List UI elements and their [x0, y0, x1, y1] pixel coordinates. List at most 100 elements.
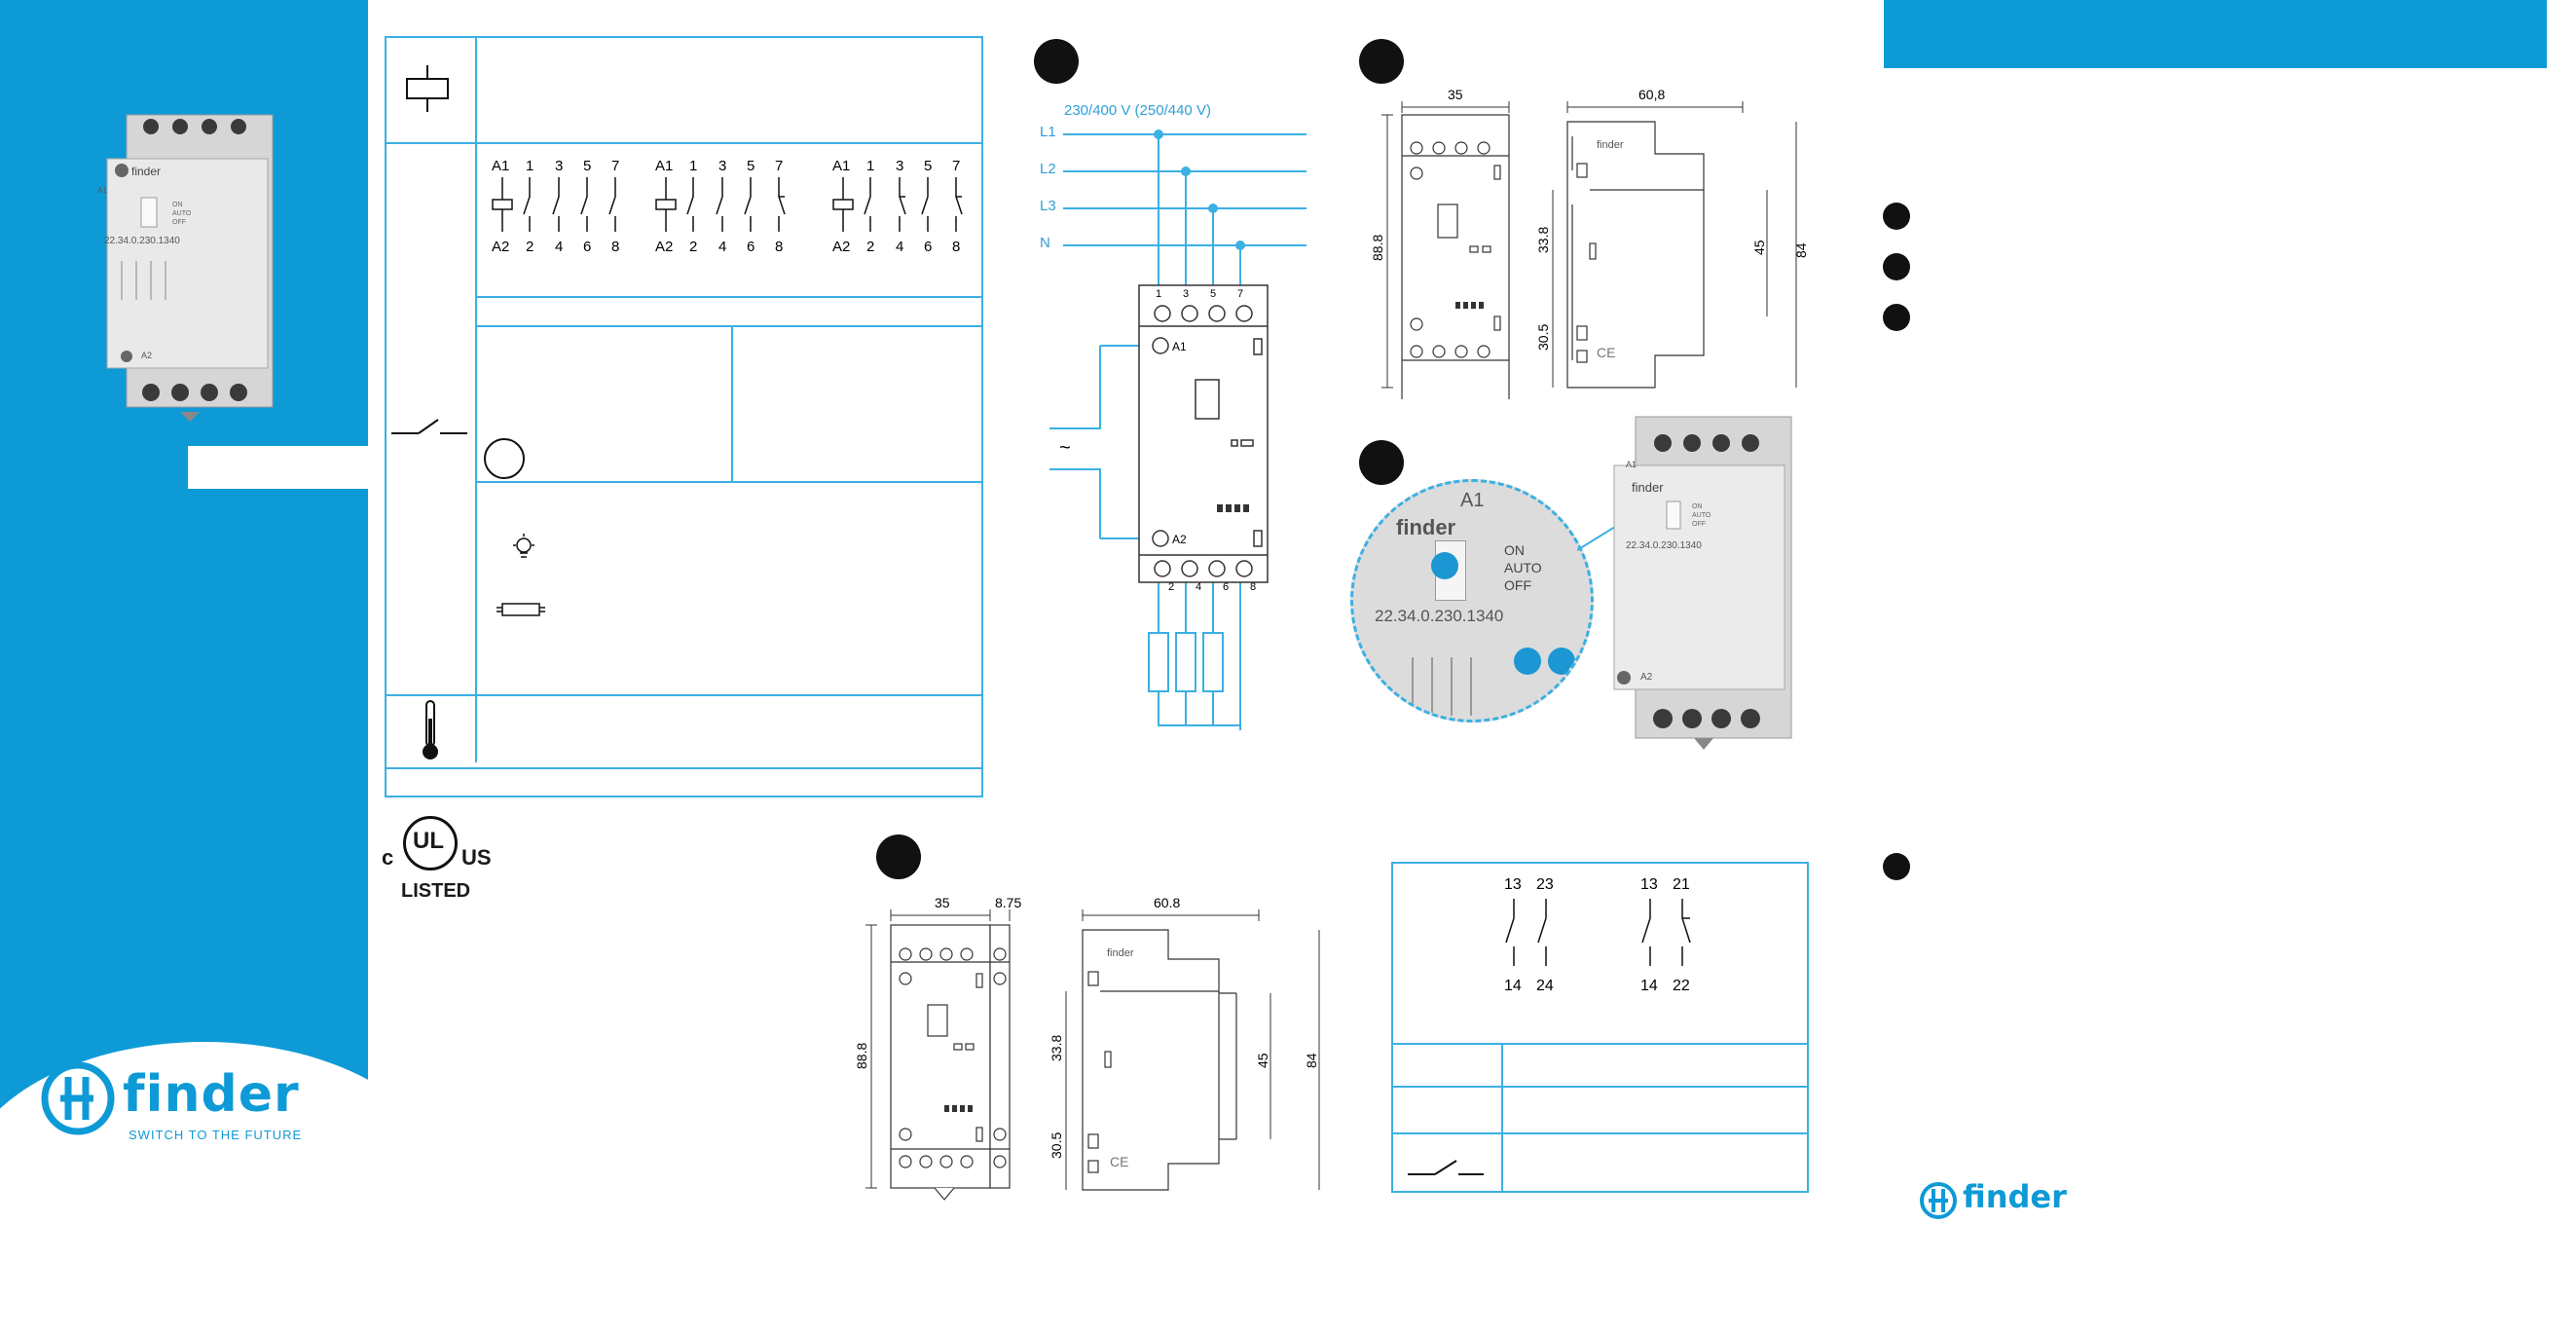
dim-side-brand: finder [1597, 139, 1624, 151]
wd3-a1: A1 [832, 158, 850, 174]
photo-mode-auto: AUTO [172, 210, 192, 217]
logo-wordmark: finder [123, 1065, 300, 1124]
wd1-t1: 1 [526, 158, 534, 174]
ul-listed-mark: c UL US LISTED [382, 816, 508, 913]
zoom-photo-a2: A2 [1640, 672, 1653, 683]
dim-h4: 84 [1793, 242, 1809, 258]
photo-a2: A2 [141, 351, 152, 360]
thermometer-icon [423, 700, 438, 760]
cd-b4: 4 [1196, 581, 1201, 593]
dim-h1: 33.8 [1535, 227, 1551, 253]
zoom-mode-on: ON [1504, 542, 1525, 558]
zoom-brand: finder [1396, 515, 1456, 539]
wd1-b4: 4 [555, 239, 563, 255]
photo-part-number: 22.34.0.230.1340 [104, 236, 180, 246]
wd2-b2: 2 [689, 239, 697, 255]
footer-logo-wordmark: finder [1963, 1178, 2067, 1215]
connection-diagram: 230/400 V (250/440 V) L1 L2 L3 N [1040, 102, 1306, 730]
wd3-t7: 7 [952, 158, 960, 174]
zoom-part-number: 22.34.0.230.1340 [1375, 607, 1504, 625]
aux-dim-h3: 45 [1255, 1053, 1270, 1068]
line-l2: L2 [1040, 161, 1056, 177]
zoom-a1: A1 [1460, 490, 1485, 511]
approval-circle-icon [484, 438, 525, 479]
wd1-t3: 3 [555, 158, 563, 174]
finder-footer-logo-icon [1920, 1182, 1957, 1219]
wd2-a1: A1 [655, 158, 673, 174]
cd-a1: A1 [1172, 340, 1187, 353]
list-bullet-1 [1883, 203, 1910, 230]
header-blue-bar [1884, 0, 2547, 68]
cd-b2: 2 [1168, 581, 1174, 593]
logo-tagline: SWITCH TO THE FUTURE [129, 1128, 303, 1142]
aux-r-13: 13 [1640, 876, 1658, 893]
line-l1: L1 [1040, 124, 1056, 140]
line-l3: L3 [1040, 198, 1056, 214]
aux-dim-height: 88.8 [854, 1043, 869, 1069]
wd2-a2: A2 [655, 239, 673, 255]
cd-t1: 1 [1156, 288, 1161, 300]
dim-h3: 45 [1751, 240, 1767, 255]
list-bullet-3 [1883, 304, 1910, 331]
wd2-t5: 5 [747, 158, 754, 174]
brand-logo: finder SWITCH TO THE FUTURE [39, 1059, 341, 1147]
cd-a2: A2 [1172, 533, 1187, 546]
dim-width: 35 [1448, 87, 1463, 102]
zoom-mode-off: OFF [1504, 577, 1531, 593]
svg-text:CE: CE [1597, 345, 1615, 360]
wd2-t7: 7 [775, 158, 783, 174]
zoom-photo-brand: finder [1632, 480, 1664, 495]
aux-contacts-table [1391, 862, 1809, 1193]
wd1-b2: 2 [526, 239, 534, 255]
wd2-t1: 1 [689, 158, 697, 174]
wd3-b6: 6 [924, 239, 932, 255]
aux-l-24: 24 [1536, 978, 1554, 994]
voltage-label: 230/400 V (250/440 V) [1064, 102, 1211, 119]
aux-dim-extra: 8.75 [995, 895, 1021, 910]
aux-dim-depth: 60.8 [1154, 895, 1180, 910]
dim-h2: 30.5 [1535, 324, 1551, 351]
zoom-product-photo: finder ON AUTO OFF 22.34.0.230.1340 A1 A… [1613, 416, 1792, 750]
wd2-b8: 8 [775, 239, 783, 255]
wiring-diagram-1: A1 1 3 5 7 A2 2 4 6 8 [492, 158, 619, 255]
zoom-photo-off: OFF [1692, 521, 1706, 528]
cd-t5: 5 [1210, 288, 1216, 300]
coil-symbol-icon [406, 65, 449, 112]
cd-b8: 8 [1250, 581, 1256, 593]
aux-dim-h1: 33.8 [1049, 1035, 1064, 1061]
photo-brand: finder [131, 165, 161, 178]
ac-symbol: ~ [1059, 437, 1071, 459]
ul-us: US [461, 845, 492, 870]
dim-depth: 60,8 [1638, 87, 1665, 102]
wd2-b6: 6 [747, 239, 754, 255]
aux-side-brand: finder [1107, 947, 1134, 959]
wiring-diagrams: A1 1 3 5 7 A2 2 4 6 8 A1 1 3 5 7 A2 2 4 … [492, 158, 963, 255]
wd3-b8: 8 [952, 239, 960, 255]
product-photo: finder ON AUTO OFF 22.34.0.230.1340 A1 A… [97, 114, 274, 422]
section-bullet-2 [1359, 39, 1404, 84]
wd1-t5: 5 [583, 158, 591, 174]
wd3-a2: A2 [832, 239, 850, 255]
fluorescent-tube-icon [497, 603, 545, 616]
wiring-diagram-2: A1 1 3 5 7 A2 2 4 6 8 [655, 158, 786, 255]
aux-r-22: 22 [1673, 978, 1690, 994]
section-bullet-4 [876, 834, 921, 879]
wd1-t7: 7 [611, 158, 619, 174]
wd3-b2: 2 [866, 239, 874, 255]
wd1-a2: A2 [492, 239, 509, 255]
svg-text:CE: CE [1110, 1154, 1128, 1169]
dim-height: 88.8 [1370, 235, 1385, 261]
photo-a1: A1 [97, 186, 107, 195]
aux-r-14: 14 [1640, 978, 1658, 994]
aux-dimensions-drawing: finder CE 35 8.75 60.8 88.8 33.8 30.5 45… [854, 895, 1320, 1201]
contact-symbol-icon [391, 419, 467, 434]
aux-r-21: 21 [1673, 876, 1690, 893]
wd2-b4: 4 [718, 239, 726, 255]
aux-contact-symbol-icon [1408, 1160, 1484, 1175]
wd1-b6: 6 [583, 239, 591, 255]
photo-mode-on: ON [172, 202, 183, 208]
ul-c: c [382, 845, 394, 870]
wd3-t5: 5 [924, 158, 932, 174]
spec-table [385, 36, 983, 797]
zoom-photo-on: ON [1692, 503, 1703, 510]
